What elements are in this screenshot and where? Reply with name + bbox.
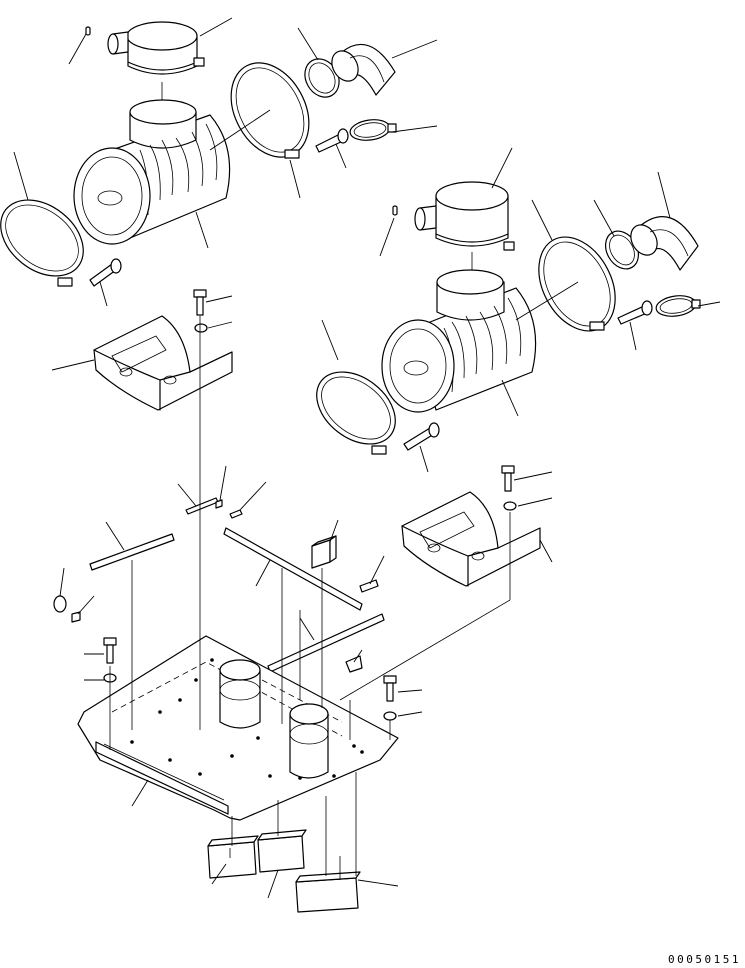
washer-bracket-right (503, 501, 517, 511)
intake-tube-left (219, 659, 261, 729)
leader-lines-left (13, 17, 438, 307)
plate-bolt-right (383, 675, 423, 721)
rubber-pad-3 (295, 856, 399, 913)
bolt-right-2 (617, 300, 653, 325)
assembly-guide-lines (109, 316, 511, 876)
rubber-pad-2 (257, 829, 307, 899)
elbow-hose-left (331, 43, 396, 96)
elbow-hose-right (630, 216, 699, 271)
bolt-left-1 (89, 258, 122, 287)
air-cleaner-assembly-right (316, 147, 721, 473)
band-clamp-left-upper (230, 62, 310, 159)
small-pin-right (392, 205, 398, 216)
band-clamp-right-lower (316, 371, 396, 455)
rubber-pad-1 (207, 835, 259, 885)
bolt-left-2 (315, 128, 349, 153)
hose-clamp-right-2 (655, 295, 701, 317)
bolt-right-1 (403, 422, 440, 451)
connector-small (345, 649, 363, 673)
washer-bracket-left (194, 323, 208, 333)
mounting-bracket-right (401, 465, 553, 587)
small-pin-left (85, 26, 91, 36)
air-cleaner-cap-left (107, 21, 205, 75)
air-cleaner-body-right (381, 269, 537, 413)
base-plate (77, 635, 399, 821)
grommet-left (53, 567, 95, 623)
seal-strips (89, 465, 385, 673)
plate-bolt-left (84, 637, 117, 683)
air-cleaner-cap-right (414, 181, 515, 251)
bolt-bracket-right (501, 465, 515, 492)
intake-tube-right (289, 703, 329, 779)
band-clamp-right-upper (538, 236, 616, 332)
leader-lines-right (321, 147, 721, 473)
air-cleaner-assembly-left (0, 17, 438, 307)
hose-clamp-left-2 (349, 119, 397, 141)
mounting-bracket-left (51, 289, 233, 411)
bolt-bracket-left (193, 289, 207, 316)
drawing-code: 00050151 (668, 953, 741, 966)
air-cleaner-body-left (73, 99, 231, 245)
relay-block (311, 519, 339, 569)
band-clamp-left-lower (0, 199, 84, 287)
